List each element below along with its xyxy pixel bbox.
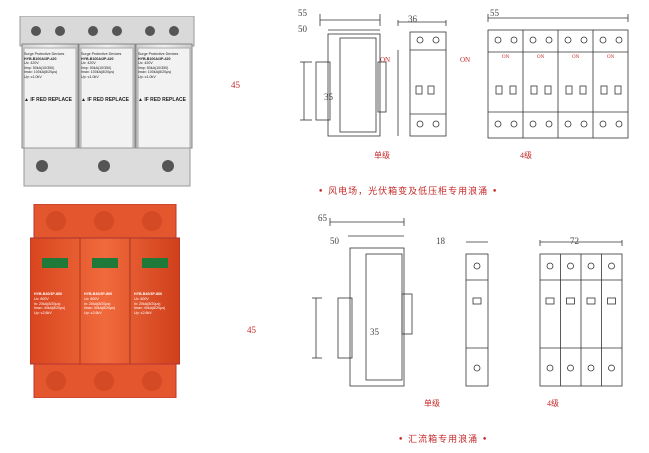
heading-bottom: • 汇流箱专用浪涌 • <box>398 435 489 445</box>
orange-module-1-label: HYB-B40/3P-800 Uc: 800V In: 20kA(8/20μs)… <box>34 292 66 316</box>
top-single-front-drawing <box>397 20 447 137</box>
spacer-label-bottom: 45 <box>247 325 256 335</box>
bottom-side-view-drawing <box>312 218 413 387</box>
caption-four-bottom: 4级 <box>547 399 559 408</box>
orange-module-2-label: HYB-B40/3P-800 Uc: 800V In: 20kA(8/20μs)… <box>84 292 116 316</box>
grey-module-2 <box>78 26 136 149</box>
orange-spd-photo <box>30 204 180 398</box>
dim-width-single-top: 36 <box>408 14 417 24</box>
grey-module-1-label: Surge Protective Devices HYB-B100A/3P-42… <box>24 52 73 103</box>
on-label-pole-4: ON <box>607 55 615 60</box>
grey-spd-photo <box>19 16 195 187</box>
orange-module-3-label: HYB-B40/3P-800 Uc: 800V In: 20kA(8/20μs)… <box>134 292 166 316</box>
caption-single-bottom: 单级 <box>424 399 440 408</box>
dim-overall-depth-top: 55 <box>298 8 307 18</box>
bottom-single-front-drawing <box>465 241 489 387</box>
on-label-single: ON <box>380 56 391 64</box>
dim-height-top: 35 <box>324 92 333 102</box>
top-four-pole-drawing <box>487 14 629 139</box>
grey-module-3 <box>135 26 193 149</box>
on-label-four: ON <box>460 56 471 64</box>
dim-width-four-bottom: 72 <box>570 236 579 246</box>
dim-body-depth-bottom: 50 <box>330 236 339 246</box>
grey-module-2-label: Surge Protective Devices HYB-B100A/3P-42… <box>81 52 130 103</box>
bottom-four-pole-drawing <box>539 240 623 387</box>
dim-width-single-bottom: 18 <box>436 236 445 246</box>
caption-four-top: 4级 <box>520 151 532 160</box>
spacer-label-top: 45 <box>231 80 240 90</box>
top-side-view-drawing <box>300 14 387 137</box>
grey-module-3-label: Surge Protective Devices HYB-B100A/3P-42… <box>138 52 187 103</box>
on-label-pole-1: ON <box>502 55 510 60</box>
on-label-pole-3: ON <box>572 55 580 60</box>
dim-width-four-top: 55 <box>490 8 499 18</box>
dim-body-depth-top: 50 <box>298 24 307 34</box>
heading-top: • 风电场，光伏箱变及低压柜专用浪涌 • <box>318 187 499 197</box>
caption-single-top: 单级 <box>374 151 390 160</box>
dim-overall-depth-bottom: 65 <box>318 213 327 223</box>
dim-height-bottom: 35 <box>370 327 379 337</box>
on-label-pole-2: ON <box>537 55 545 60</box>
